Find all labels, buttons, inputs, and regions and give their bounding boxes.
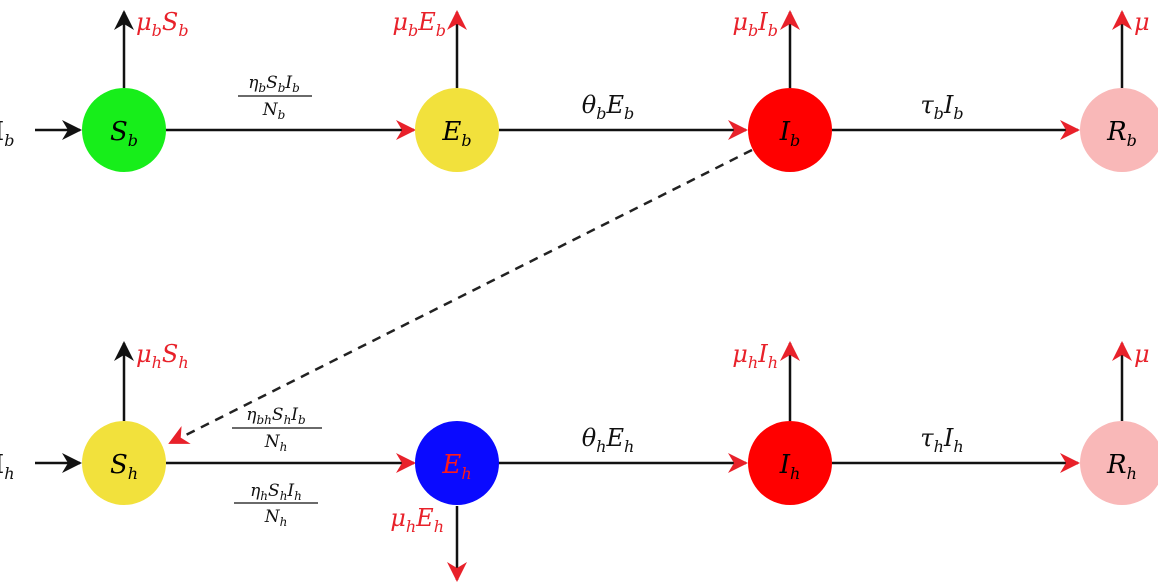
node-circle — [415, 88, 499, 172]
node-letter: E — [441, 450, 461, 480]
mortality-label-Ib: μbIb — [732, 8, 778, 40]
inflow-label-human: Ih — [0, 450, 15, 483]
node-circle — [1080, 421, 1158, 505]
node-Eb: Eb — [415, 88, 499, 172]
rate-bird-recovery: τbIb — [920, 91, 963, 123]
node-subscript: h — [461, 464, 471, 483]
svg-text:ηbSbIb: ηbSbIb — [248, 73, 300, 95]
svg-text:Rh: Rh — [1106, 450, 1137, 483]
node-circle — [82, 88, 166, 172]
mortality-label-Rb: μ — [1134, 8, 1150, 36]
mortality-label-Rh: μ — [1134, 340, 1150, 368]
mortality-label-Sb: μbSb — [136, 8, 189, 40]
svg-text:ηbhShIb: ηbhShIb — [246, 405, 305, 427]
svg-text:Ih: Ih — [779, 450, 801, 483]
node-circle — [415, 421, 499, 505]
node-subscript: b — [461, 131, 471, 150]
mortality-label-Sh: μhSh — [136, 340, 189, 372]
node-Rh: Rh — [1080, 421, 1158, 505]
svg-text:Nh: Nh — [264, 507, 288, 529]
node-subscript: h — [1127, 464, 1137, 483]
node-circle — [748, 421, 832, 505]
svg-text:Sh: Sh — [110, 450, 138, 483]
node-letter: I — [779, 117, 791, 147]
node-Sh: Sh — [82, 421, 166, 505]
node-letter: S — [110, 450, 128, 480]
node-subscript: b — [790, 131, 800, 150]
rate-cross-infection: ηbhShIb Nh — [232, 405, 322, 454]
node-subscript: h — [790, 464, 800, 483]
svg-text:Sb: Sb — [110, 117, 138, 150]
rate-bird-incubation: θbEb — [582, 91, 634, 123]
node-letter: S — [110, 117, 128, 147]
node-Sb: Sb — [82, 88, 166, 172]
node-circle — [1080, 88, 1158, 172]
edge-cross-infection — [168, 148, 753, 445]
svg-text:Nh: Nh — [264, 432, 288, 454]
rate-human-infection: ηhShIh Nh — [234, 481, 318, 529]
svg-text:Eb: Eb — [441, 117, 471, 150]
node-subscript: b — [128, 131, 138, 150]
rate-human-incubation: θhEh — [582, 424, 635, 456]
rate-human-recovery: τhIh — [920, 424, 963, 456]
node-letter: R — [1106, 450, 1127, 480]
node-subscript: h — [128, 464, 138, 483]
svg-text:Rb: Rb — [1106, 117, 1137, 150]
mortality-label-Eh: μhEh — [390, 504, 444, 536]
svg-text:ηhShIh: ηhShIh — [250, 481, 302, 503]
svg-text:Ib: Ib — [779, 117, 801, 150]
node-letter: E — [441, 117, 461, 147]
node-circle — [748, 88, 832, 172]
node-Ib: Ib — [748, 88, 832, 172]
mortality-label-Eb: μbEb — [392, 8, 446, 40]
node-letter: I — [779, 450, 791, 480]
inflow-label-bird: Ib — [0, 117, 15, 150]
svg-text:Eh: Eh — [441, 450, 471, 483]
mortality-label-Ih: μhIh — [732, 340, 778, 372]
node-Ih: Ih — [748, 421, 832, 505]
node-letter: R — [1106, 117, 1127, 147]
node-subscript: b — [1127, 131, 1137, 150]
svg-text:Nb: Nb — [262, 100, 286, 122]
node-circle — [82, 421, 166, 505]
rate-bird-infection: ηbSbIb Nb — [238, 73, 312, 122]
node-Eh: Eh — [415, 421, 499, 505]
node-Rb: Rb — [1080, 88, 1158, 172]
